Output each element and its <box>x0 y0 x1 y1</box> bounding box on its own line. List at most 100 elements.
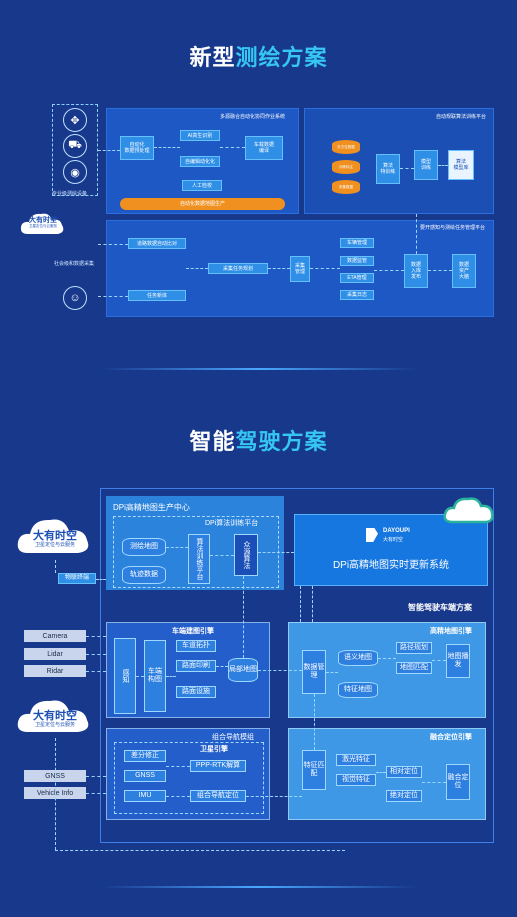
crowd-algo-text: 众源算法 <box>243 541 251 569</box>
c2-4 <box>86 776 106 777</box>
devices-frame <box>52 104 98 196</box>
vehicle-solution-title: 智能驾驶车端方案 <box>408 603 472 612</box>
section2-frame <box>100 488 494 843</box>
train-platform-title: DPi算法训练平台 <box>205 520 259 527</box>
realtime-system <box>294 514 488 586</box>
fusion-pos: 融合定位 <box>446 764 470 800</box>
input-ridar: Ridar <box>24 665 86 677</box>
cloud-main-text: 大有时空 <box>29 217 57 224</box>
cloud-icon-2 <box>17 519 89 553</box>
cloud-sub-text: 卫星定位与云服务 <box>29 224 57 228</box>
c2-21 <box>246 796 302 797</box>
c2-20 <box>432 660 446 661</box>
data-mgmt: 数据管理 <box>302 650 326 694</box>
c2-24 <box>166 766 190 767</box>
fusion-engine-title: 融合定位引擎 <box>430 734 472 741</box>
a-preprocess: 自动化 数据预处理 <box>120 136 154 160</box>
relative-pos: 相对定位 <box>386 766 422 778</box>
car-icon: ⛟ <box>63 134 87 158</box>
section1-title-white: 新型 <box>189 45 236 70</box>
c2-13 <box>243 576 244 658</box>
a-vehicle-compile: 车载数据 编译 <box>245 136 283 160</box>
gnss-box: GNSS <box>124 770 166 782</box>
devices-label: 专业级测绘设备 <box>52 191 88 197</box>
road-facility: 路面设施 <box>176 686 216 698</box>
map-engine-title: 车端建图引擎 <box>172 628 214 635</box>
c-data-publish: 数据 入库 发布 <box>404 254 428 288</box>
crowd-algo-box: 众源算法 <box>234 534 258 576</box>
c2-27 <box>166 676 176 677</box>
c2-18 <box>326 672 338 673</box>
b-algo-train: 算法 特训练 <box>376 154 400 184</box>
iot-terminal: 物联终端 <box>58 573 96 584</box>
c2-10 <box>166 547 188 548</box>
separator-2 <box>100 886 417 888</box>
c-road-compare: 道路数据自动比对 <box>128 238 186 249</box>
local-map: 局部地图 <box>228 658 258 682</box>
lane-topo: 车道拓扑 <box>176 640 216 652</box>
section1-title: 新型测绘方案 <box>0 40 517 72</box>
comb-nav: 组合导航定位 <box>190 790 246 802</box>
c-collect-log: 采集日志 <box>340 290 374 300</box>
b-model-lib: 算法 模型库 <box>448 150 474 180</box>
b-cyl-1: 训练标注 <box>332 160 360 174</box>
social-label: 社会级和数据采集 <box>54 261 95 267</box>
drone-icon: ✥ <box>63 108 87 132</box>
production-center-title: DPi高精地图生产中心 <box>113 503 190 512</box>
input-lidar: Lidar <box>24 648 86 660</box>
feature-map: 特征地图 <box>338 682 378 698</box>
sat-engine-frame <box>114 742 264 814</box>
section2-title-white: 智能 <box>189 429 236 454</box>
green-cloud-icon <box>443 497 494 524</box>
perception-text: 感知 <box>122 669 130 683</box>
cloud3-main: 大有时空 <box>33 710 77 722</box>
sat-engine-title: 卫星引擎 <box>200 746 228 753</box>
conn-9 <box>374 270 404 271</box>
b-cyl-2: 采集数据 <box>332 180 360 194</box>
c-collect-mgmt: 采集 管理 <box>290 256 310 282</box>
separator-1 <box>100 368 417 370</box>
algo-train-box: 算法训练平台 <box>188 534 210 584</box>
perception-box: 感知 <box>114 638 136 714</box>
logo-text: DAYOUPI <box>383 528 410 534</box>
conn-3 <box>220 147 245 148</box>
panel-b-title: 自动规联算法训练平台 <box>436 114 487 120</box>
b-model-train: 模型 训练 <box>414 150 438 180</box>
hd-engine-title: 高精地图引擎 <box>430 628 472 635</box>
c2-11 <box>210 555 234 556</box>
path-plan: 路径规划 <box>396 642 432 654</box>
nav-module-title: 组合导航模组 <box>212 734 254 741</box>
realtime-title: DPi高精地图实时更新系统 <box>332 560 450 571</box>
conn-4 <box>98 244 128 245</box>
diff-correct: 差分修正 <box>124 750 166 762</box>
road-print: 路面印刷 <box>176 660 216 672</box>
cloud-icon <box>20 213 64 234</box>
conn-12 <box>438 165 448 166</box>
conn-5 <box>98 296 128 297</box>
a-bar: 自动化数据地图生产 <box>120 198 285 210</box>
algo-train-text: 算法训练平台 <box>196 538 204 580</box>
c2-17 <box>314 694 315 750</box>
conn-2 <box>154 147 180 148</box>
vehicle-build-box: 车端构图 <box>144 640 166 712</box>
a-manual-check: 人工检校 <box>182 180 222 191</box>
c2-6 <box>55 560 56 573</box>
map-release: 地图播发 <box>446 644 470 678</box>
section2-title-cyan: 驾驶方案 <box>235 429 328 454</box>
feature-match: 特征匹配 <box>302 750 326 790</box>
ppp-rtk: PPP-RTK解算 <box>190 760 246 772</box>
cloud3-sub: 卫星定位与云服务 <box>34 722 75 728</box>
c-eta-mgmt: ETA管理 <box>340 273 374 283</box>
c2-15 <box>300 586 301 622</box>
c-data-asset: 数据 资产 大脑 <box>452 254 476 288</box>
imu-box: IMU <box>124 790 166 802</box>
conn-11 <box>400 168 414 169</box>
c2-26 <box>136 676 144 677</box>
visual-feature: 视觉特征 <box>336 774 376 786</box>
c2-8 <box>55 738 56 850</box>
survey-map: 测绘地图 <box>122 538 166 556</box>
b-cyl-0: 矢方位数据 <box>332 140 360 154</box>
absolute-pos: 绝对定位 <box>386 790 422 802</box>
c2-19 <box>378 658 396 659</box>
c2-14 <box>258 670 302 671</box>
